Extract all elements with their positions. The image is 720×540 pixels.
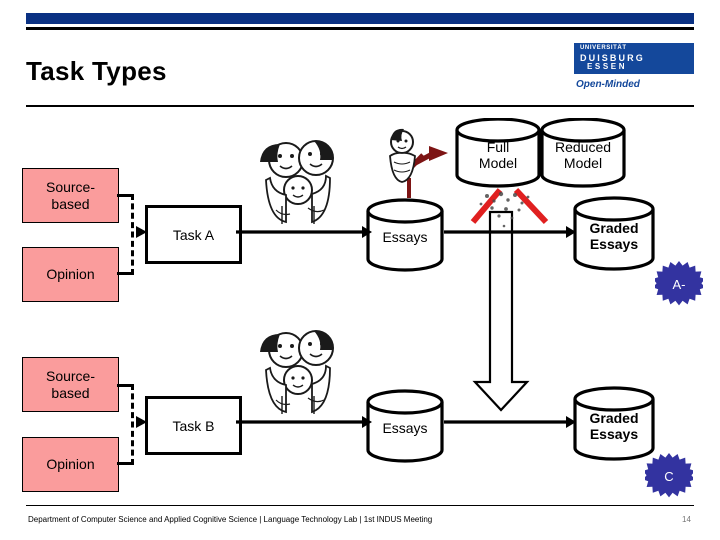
input-box-source-based-b[interactable]: Source- based <box>22 357 119 412</box>
cylinder-graded-essays-a[interactable]: Graded Essays <box>573 196 655 272</box>
input-box-opinion-b[interactable]: Opinion <box>22 437 119 492</box>
hollow-down-arrow <box>472 210 530 412</box>
starburst-shape <box>645 453 693 498</box>
people-clipart-a <box>260 140 334 224</box>
task-box-b[interactable]: Task B <box>145 396 242 455</box>
cylinder-shape <box>573 196 655 271</box>
header-rule <box>26 27 694 30</box>
cylinder-essays-a[interactable]: Essays <box>366 198 444 272</box>
input-label: Opinion <box>46 456 95 473</box>
footer-divider <box>26 505 694 506</box>
page-title: Task Types <box>26 56 167 86</box>
badge-label: A- <box>672 276 686 292</box>
footer-text: Department of Computer Science and Appli… <box>28 515 433 524</box>
cylinder-full-model[interactable]: Full Model <box>455 118 541 188</box>
cylinder-reduced-model[interactable]: Reduced Model <box>540 118 626 188</box>
cylinder-essays-b[interactable]: Essays <box>366 389 444 463</box>
cylinder-label: Essays <box>382 420 428 437</box>
cylinder-shape <box>573 386 655 461</box>
input-label: Source- based <box>45 178 96 212</box>
red-arrow-stem-3 <box>404 149 438 171</box>
university-logo: UNIVERSITÄT DUISBURG ESSEN Open-Minded <box>574 43 694 97</box>
connector-stub-b1 <box>117 384 131 387</box>
input-label: Source- based <box>45 367 96 401</box>
badge-label: C <box>664 468 674 484</box>
connector-stub-a1 <box>117 194 131 197</box>
connector-stub-b2 <box>117 462 131 465</box>
red-strike-left <box>470 188 503 224</box>
cylinder-shape <box>366 198 444 272</box>
title-divider <box>26 105 694 107</box>
page-number: 14 <box>682 515 691 524</box>
logo-line-essen: ESSEN <box>587 62 628 71</box>
connector-bus-b <box>131 384 134 465</box>
cylinder-shape <box>366 389 444 463</box>
red-arrow-stem-2 <box>397 153 425 182</box>
cylinder-label: Reduced Model <box>554 139 612 171</box>
cylinder-graded-essays-b[interactable]: Graded Essays <box>573 386 655 462</box>
red-strike-right <box>513 187 549 225</box>
cylinder-shape <box>540 118 626 188</box>
cylinder-label: Full Model <box>478 139 518 171</box>
connector-bus-a <box>131 194 134 275</box>
header-accent-bar <box>26 13 694 24</box>
input-label: Opinion <box>46 266 95 283</box>
connector-stub-a2 <box>117 272 131 275</box>
red-arrowhead-to-full-model <box>429 146 448 161</box>
debris-scribble <box>479 191 530 228</box>
grade-badge-a[interactable]: A- <box>655 260 703 308</box>
starburst-shape <box>655 261 703 306</box>
input-box-opinion-a[interactable]: Opinion <box>22 247 119 302</box>
logo-background <box>574 43 694 74</box>
grade-badge-b[interactable]: C <box>645 452 693 500</box>
input-box-source-based-a[interactable]: Source- based <box>22 168 119 223</box>
task-label: Task B <box>172 417 215 434</box>
annotator-clipart <box>389 128 416 183</box>
cylinder-label: Essays <box>382 229 428 246</box>
people-clipart-b <box>260 330 334 414</box>
task-label: Task A <box>172 226 215 243</box>
cylinder-shape <box>455 118 541 188</box>
cylinder-label: Graded Essays <box>589 410 639 442</box>
cylinder-label: Graded Essays <box>589 220 639 252</box>
task-box-a[interactable]: Task A <box>145 205 242 264</box>
logo-tagline: Open-Minded <box>576 79 640 90</box>
logo-line-duisburg: DUISBURG <box>580 53 645 63</box>
logo-line-universitat: UNIVERSITÄT <box>580 45 627 51</box>
